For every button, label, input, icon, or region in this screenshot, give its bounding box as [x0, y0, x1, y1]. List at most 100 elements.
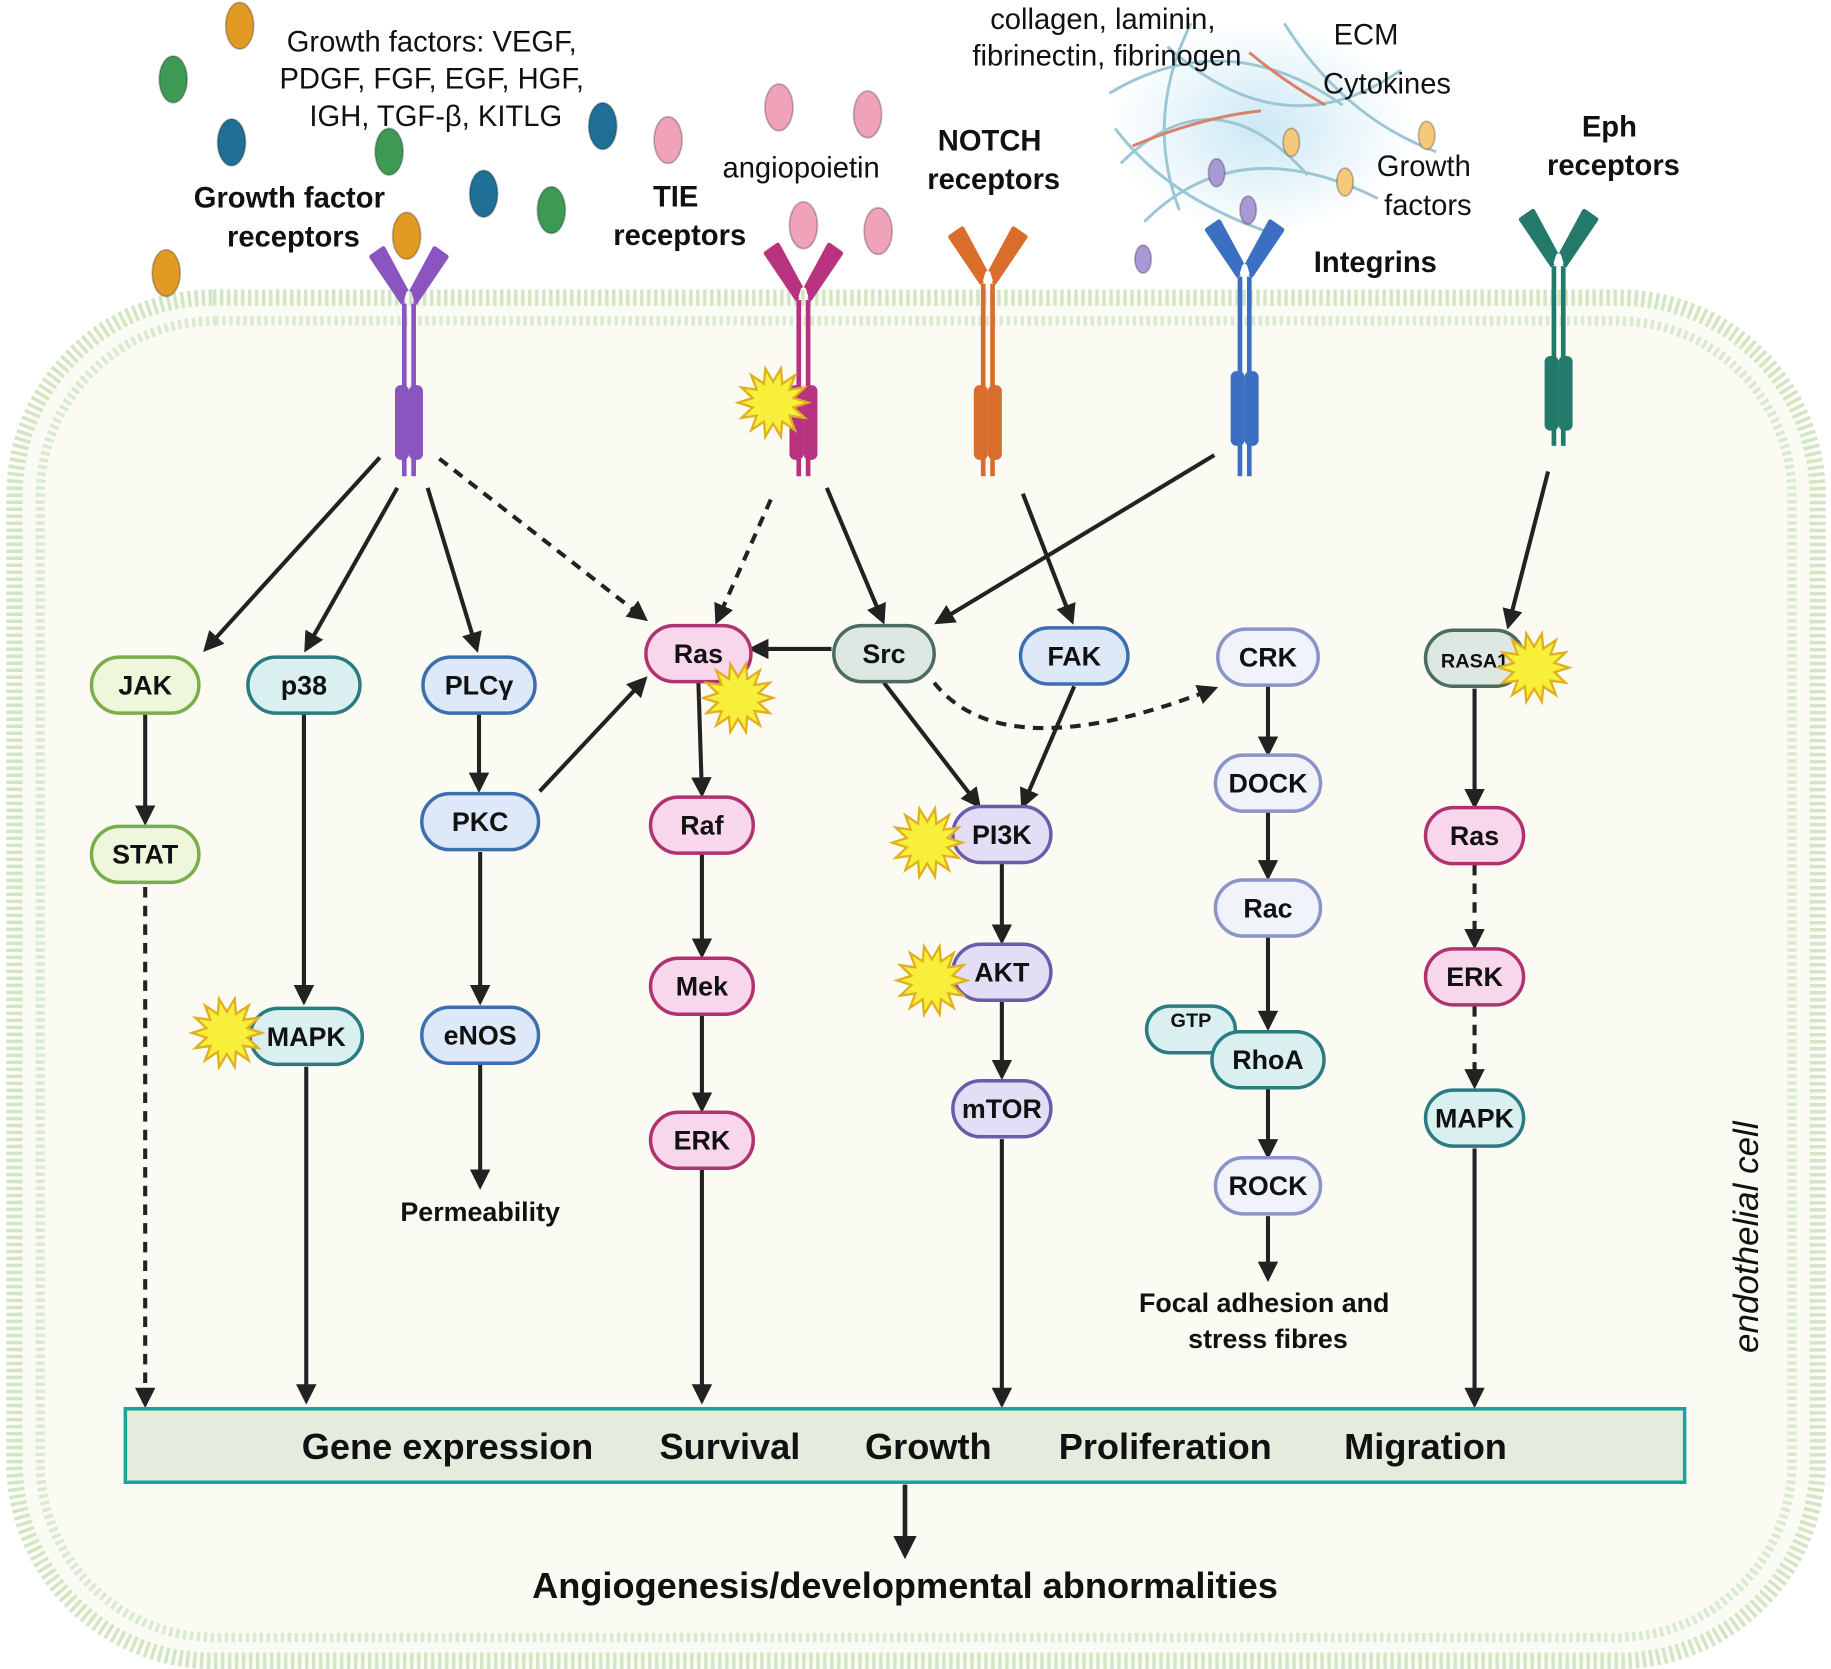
- node-label: MAPK: [1435, 1103, 1515, 1133]
- node-rac: Rac: [1213, 878, 1323, 938]
- integrins-label: Integrins: [1314, 247, 1437, 279]
- node-crk: CRK: [1216, 627, 1320, 687]
- arrow: [1020, 492, 1076, 625]
- final-outcome-label: Angiogenesis/developmental abnormalities: [532, 1565, 1278, 1606]
- node-label: eNOS: [444, 1021, 517, 1051]
- node-label: ROCK: [1228, 1171, 1308, 1201]
- activation-star-icon: [892, 942, 971, 1019]
- activation-star-icon: [888, 804, 967, 881]
- node-ras1: Ras: [644, 623, 753, 684]
- node-erk1: ERK: [648, 1110, 756, 1171]
- node-mapk1: MAPK: [248, 1006, 365, 1067]
- node-pkc: PKC: [420, 791, 541, 852]
- ligand-molecule: [788, 201, 819, 250]
- integrin: [1204, 219, 1285, 477]
- node-label: JAK: [118, 670, 172, 700]
- ligand-molecule: [1335, 167, 1355, 197]
- ligand-molecule: [536, 185, 567, 235]
- ligand-molecule: [151, 248, 182, 298]
- node-label: STAT: [112, 840, 179, 870]
- outcomes-box: [123, 1406, 1687, 1485]
- outcome-survival: Survival: [660, 1426, 801, 1467]
- node-label: Ras: [1450, 821, 1499, 851]
- node-mtor: mTOR: [951, 1079, 1053, 1139]
- node-label: GTP: [1171, 1010, 1212, 1032]
- node-pi3k: PI3K: [951, 804, 1053, 865]
- permeability-label: Permeability: [400, 1197, 560, 1227]
- node-label: ERK: [1446, 962, 1503, 992]
- node-src: Src: [832, 623, 936, 684]
- ecm-growth-factors-label: Growth factors: [1377, 151, 1479, 222]
- ligand-molecule: [863, 206, 894, 256]
- arrow: [882, 681, 982, 809]
- ecm-label: ECM: [1334, 19, 1399, 51]
- ligand-molecule: [1282, 127, 1301, 158]
- node-dock: DOCK: [1213, 753, 1323, 813]
- node-label: FAK: [1047, 641, 1101, 671]
- growth-factors-label: Growth factors: VEGF, PDGF, FGF, EGF, HG…: [279, 26, 592, 133]
- dashed-arrow: [932, 681, 1219, 731]
- node-rasa: RASA1: [1423, 628, 1526, 689]
- node-label: Mek: [676, 972, 728, 1002]
- angiopoietin-label: angiopoietin: [722, 152, 879, 184]
- ligand-molecule: [653, 115, 683, 165]
- node-erk2: ERK: [1423, 947, 1526, 1007]
- node-label: RASA1: [1441, 651, 1508, 673]
- growth-factor-receptor: [369, 246, 449, 477]
- node-mek: Mek: [648, 956, 756, 1016]
- eph-receptor: [1518, 208, 1599, 446]
- node-label: Ras: [674, 639, 723, 669]
- eph-receptors-label: Eph receptors: [1547, 112, 1680, 183]
- node-akt: AKT: [951, 942, 1053, 1002]
- node-gtp: GTP: [1144, 1004, 1238, 1055]
- growth-factor-receptors-label: Growth factor receptors: [194, 183, 393, 254]
- arrow: [1502, 471, 1551, 630]
- arrow: [691, 682, 712, 798]
- arrow: [1019, 685, 1077, 810]
- ligand-molecule: [764, 83, 794, 132]
- ligand-molecule: [468, 169, 499, 218]
- arrow: [824, 487, 886, 625]
- ligand-molecule: [374, 127, 405, 176]
- ligand-molecule: [391, 211, 422, 260]
- ligand-molecule: [224, 1, 255, 50]
- ligand-molecule: [852, 90, 883, 139]
- node-label: p38: [281, 670, 327, 700]
- outcome-growth: Growth: [865, 1426, 992, 1467]
- dashed-arrow: [438, 457, 648, 622]
- node-label: PLCγ: [445, 670, 514, 700]
- node-label: PI3K: [972, 820, 1032, 850]
- node-label: mTOR: [962, 1094, 1042, 1124]
- ligand-molecule: [1417, 120, 1436, 151]
- node-plcg: PLCγ: [421, 655, 537, 715]
- outcome-proliferation: Proliferation: [1059, 1426, 1272, 1467]
- activation-star-icon: [699, 660, 777, 736]
- arrow: [425, 487, 482, 653]
- node-label: ERK: [674, 1126, 731, 1156]
- node-label: RhoA: [1232, 1045, 1304, 1075]
- node-label: Rac: [1243, 893, 1292, 923]
- focal-adhesion-label: Focal adhesion and stress fibres: [1139, 1288, 1397, 1354]
- node-label: CRK: [1239, 642, 1298, 672]
- node-raf: Raf: [648, 795, 756, 855]
- cytokines-label: Cytokines: [1323, 68, 1451, 100]
- arrow: [203, 456, 382, 652]
- outcome-gene-expression: Gene expression: [302, 1426, 594, 1467]
- node-p38: p38: [246, 655, 362, 715]
- ligand-molecule: [1134, 244, 1153, 274]
- outcome-migration: Migration: [1344, 1426, 1507, 1467]
- node-rock: ROCK: [1213, 1156, 1323, 1216]
- dashed-arrow: [714, 498, 773, 625]
- activation-star-icon: [734, 364, 812, 441]
- node-enos: eNOS: [420, 1005, 541, 1066]
- arrow: [934, 453, 1216, 625]
- notch-receptors-label: NOTCH receptors: [927, 126, 1060, 197]
- notch-receptor: [948, 226, 1028, 477]
- ligand-molecule: [216, 118, 247, 167]
- arrow: [538, 676, 648, 793]
- ecm-components-label: collagen, laminin, fibrinectin, fibrinog…: [972, 4, 1241, 72]
- node-label: DOCK: [1228, 768, 1308, 798]
- node-label: MAPK: [267, 1022, 347, 1052]
